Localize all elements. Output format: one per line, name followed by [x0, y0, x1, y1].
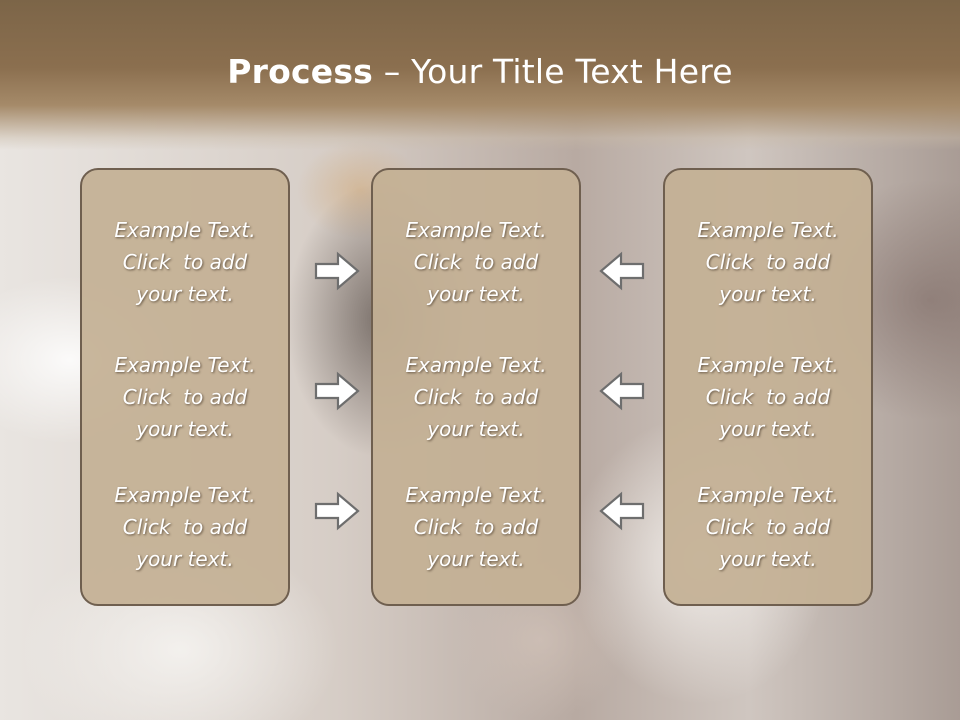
text-line: Click to add: [413, 385, 539, 409]
text-line: Click to add: [413, 250, 539, 274]
arrow-left-icon: [599, 371, 645, 411]
slide-title[interactable]: Process – Your Title Text Here: [0, 52, 960, 91]
text-line: Click to add: [122, 515, 248, 539]
title-bold: Process: [227, 52, 374, 91]
text-line: Click to add: [705, 250, 831, 274]
text-placeholder[interactable]: Example Text. Click to add your text.: [665, 479, 871, 575]
text-line: your text.: [427, 417, 525, 441]
text-line: your text.: [136, 547, 234, 571]
title-bar: [0, 0, 960, 150]
text-line: Example Text.: [405, 483, 547, 507]
arrow-right-icon: [314, 371, 360, 411]
text-placeholder[interactable]: Example Text. Click to add your text.: [82, 214, 288, 310]
text-line: your text.: [719, 417, 817, 441]
title-rest: – Your Title Text Here: [373, 52, 733, 91]
text-line: Example Text.: [697, 353, 839, 377]
arrow-right-icon: [314, 251, 360, 291]
text-line: Example Text.: [405, 218, 547, 242]
text-line: Example Text.: [114, 353, 256, 377]
text-line: your text.: [719, 282, 817, 306]
text-line: Click to add: [413, 515, 539, 539]
text-line: your text.: [427, 282, 525, 306]
text-placeholder[interactable]: Example Text. Click to add your text.: [665, 214, 871, 310]
text-line: Click to add: [705, 385, 831, 409]
panel-left[interactable]: Example Text. Click to add your text. Ex…: [80, 168, 290, 606]
text-placeholder[interactable]: Example Text. Click to add your text.: [373, 349, 579, 445]
text-placeholder[interactable]: Example Text. Click to add your text.: [82, 479, 288, 575]
text-placeholder[interactable]: Example Text. Click to add your text.: [373, 214, 579, 310]
text-line: Example Text.: [405, 353, 547, 377]
text-line: Click to add: [122, 385, 248, 409]
text-line: Click to add: [705, 515, 831, 539]
arrow-right-icon: [314, 491, 360, 531]
arrow-left-icon: [599, 251, 645, 291]
panel-right[interactable]: Example Text. Click to add your text. Ex…: [663, 168, 873, 606]
text-placeholder[interactable]: Example Text. Click to add your text.: [82, 349, 288, 445]
text-line: your text.: [136, 282, 234, 306]
text-line: Example Text.: [114, 483, 256, 507]
panel-center[interactable]: Example Text. Click to add your text. Ex…: [371, 168, 581, 606]
text-line: Click to add: [122, 250, 248, 274]
text-line: Example Text.: [697, 483, 839, 507]
text-line: your text.: [136, 417, 234, 441]
text-line: your text.: [719, 547, 817, 571]
text-placeholder[interactable]: Example Text. Click to add your text.: [373, 479, 579, 575]
text-line: Example Text.: [697, 218, 839, 242]
arrow-left-icon: [599, 491, 645, 531]
text-line: Example Text.: [114, 218, 256, 242]
text-placeholder[interactable]: Example Text. Click to add your text.: [665, 349, 871, 445]
text-line: your text.: [427, 547, 525, 571]
